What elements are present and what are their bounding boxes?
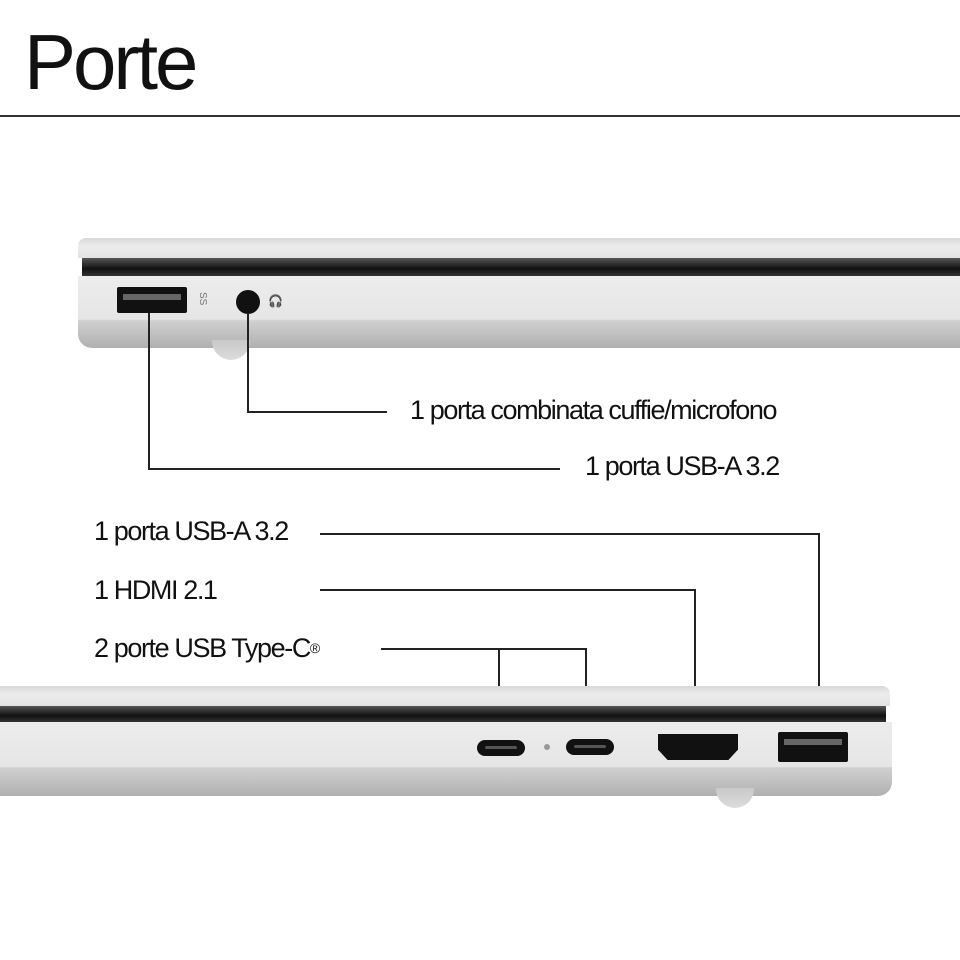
status-led [544, 744, 550, 750]
label-usb-c: 2 porte USB Type-C® [94, 632, 320, 664]
laptop-base [0, 722, 892, 796]
leader-usba-right-v [818, 533, 820, 733]
leader-hdmi-v [694, 589, 696, 737]
hinge-gap [82, 258, 960, 276]
usb-a-port [778, 732, 848, 762]
laptop-lid [78, 238, 960, 258]
label-hdmi: 1 HDMI 2.1 [94, 575, 218, 605]
laptop-lid [0, 686, 890, 706]
leader-usba-right-h [320, 533, 820, 535]
registered-mark: ® [309, 640, 320, 656]
label-usb-a-left: 1 porta USB-A 3.2 [585, 451, 780, 481]
leader-usba-left-v [148, 313, 150, 470]
hdmi-port [658, 734, 738, 760]
label-usb-a-right: 1 porta USB-A 3.2 [94, 516, 289, 546]
label-usb-c-text: 2 porte USB Type-C [94, 633, 311, 663]
rubber-foot [212, 340, 250, 360]
leader-hdmi-h [320, 589, 696, 591]
rubber-foot [716, 788, 754, 808]
usb-c-port-2 [566, 739, 614, 755]
leader-audio-v [247, 313, 249, 413]
hinge-gap [0, 706, 886, 722]
leader-audio-h [247, 411, 387, 413]
audio-jack [236, 290, 260, 314]
usb-c-port-1 [477, 740, 525, 756]
label-audio-combo: 1 porta combinata cuffie/microfono [410, 395, 778, 425]
leader-usbc-h [381, 648, 587, 650]
title-divider [0, 115, 960, 117]
laptop-base [78, 276, 960, 348]
leader-usba-left-h [148, 468, 560, 470]
headphone-icon: 🎧 [268, 294, 283, 308]
page-title: Porte [24, 18, 198, 106]
usb-ss-icon: SS [197, 292, 208, 306]
usb-a-port [117, 287, 187, 313]
